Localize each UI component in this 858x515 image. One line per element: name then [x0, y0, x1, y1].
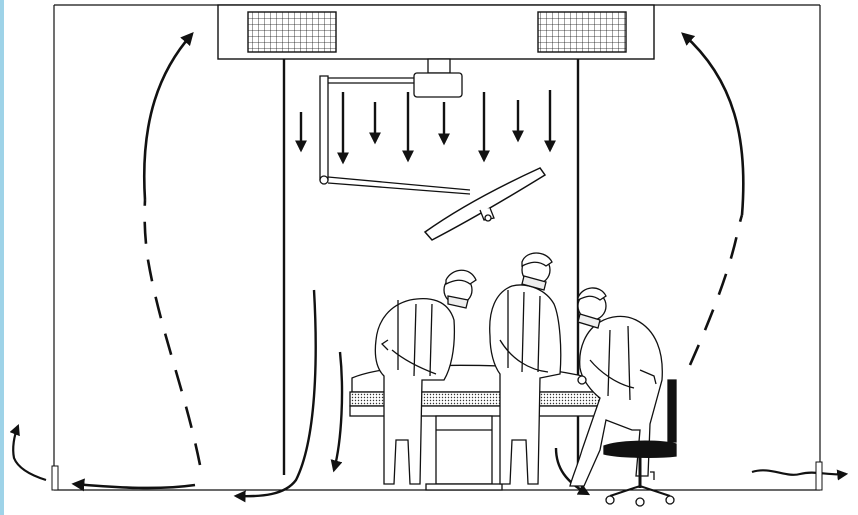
left-inner-return: [233, 289, 344, 503]
return-vent-left: [51, 465, 59, 491]
supply-air-plenum: [217, 4, 655, 60]
right-recirculation: [681, 32, 745, 366]
right-inner-return: [554, 447, 591, 496]
hepa-filter-right: [537, 11, 627, 53]
surgeon-center: [489, 252, 562, 485]
surgeon-left: [374, 269, 477, 485]
accent-strip: [0, 0, 4, 515]
surgeon-stool: [603, 379, 677, 507]
right-exhaust: [751, 469, 849, 481]
downflow-arrows: [295, 90, 556, 165]
hepa-filter-left: [247, 11, 337, 53]
surgical-light: [319, 58, 547, 241]
left-exhaust: [9, 423, 47, 482]
left-recirculation: [71, 32, 202, 492]
return-vent-right: [815, 461, 823, 491]
